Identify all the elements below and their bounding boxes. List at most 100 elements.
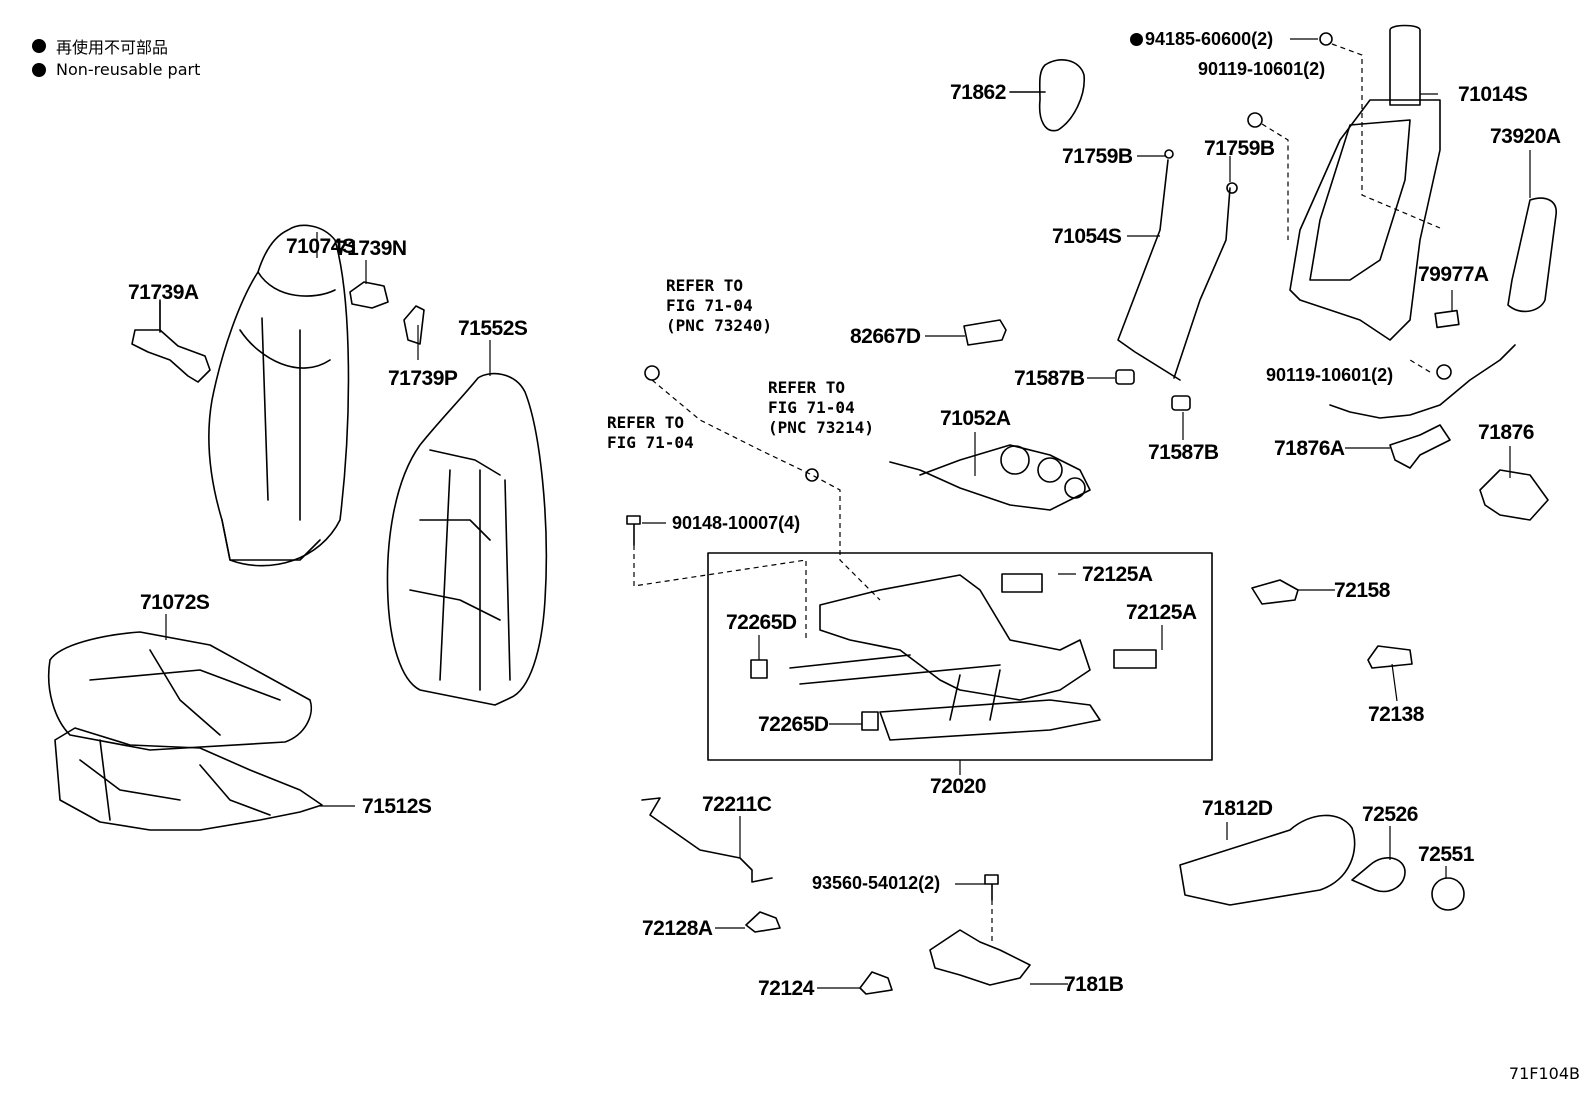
part-label-72158[interactable]: 72158 xyxy=(1334,579,1390,602)
part-label-71552s[interactable]: 71552S xyxy=(458,317,528,340)
part-label-71759b[interactable]: 71759B xyxy=(1062,145,1133,168)
part-label-71054s[interactable]: 71054S xyxy=(1052,225,1122,248)
part-72124-drawing xyxy=(859,971,893,995)
part-71587b-drawing xyxy=(1115,369,1135,385)
seatback-frame-drawing xyxy=(1289,24,1441,341)
refer-note-fig: REFER TO FIG 71-04 xyxy=(607,413,694,453)
seat-cushion-cover-drawing xyxy=(47,631,312,751)
refer-line: FIG 71-04 xyxy=(607,433,694,452)
leader-lines xyxy=(159,38,1531,989)
part-71812d-drawing xyxy=(1179,814,1356,906)
refer-line: FIG 71-04 xyxy=(768,398,855,417)
part-label-82667d[interactable]: 82667D xyxy=(850,325,921,348)
part-72125a-drawing xyxy=(1001,573,1043,593)
grommet-drawing xyxy=(644,365,660,381)
fastener-90119-bot-drawing xyxy=(1436,364,1452,380)
part-label-71587b[interactable]: 71587B xyxy=(1014,367,1085,390)
refer-note-73214: REFER TO FIG 71-04 (PNC 73214) xyxy=(768,378,874,438)
fastener-90119-top-drawing xyxy=(1247,112,1263,128)
refer-note-73240: REFER TO FIG 71-04 (PNC 73240) xyxy=(666,276,772,336)
refer-line: (PNC 73240) xyxy=(666,316,772,335)
part-label-90119-top[interactable]: 90119-10601(2) xyxy=(1198,59,1326,79)
part-label-71014s[interactable]: 71014S xyxy=(1458,83,1528,106)
part-label-90119-bot[interactable]: 90119-10601(2) xyxy=(1266,365,1394,385)
part-label-72211c[interactable]: 72211C xyxy=(702,793,772,816)
part-label-71759b[interactable]: 71759B xyxy=(1204,137,1275,160)
part-label-72138[interactable]: 72138 xyxy=(1368,703,1424,726)
non-reusable-dot-icon xyxy=(1130,33,1143,46)
refer-line: FIG 71-04 xyxy=(666,296,753,315)
fastener-71759b-drawing xyxy=(1226,182,1238,194)
part-label-71739a[interactable]: 71739A xyxy=(128,281,199,304)
fastener-71759b-drawing xyxy=(1164,149,1174,159)
part-71587b-drawing xyxy=(1171,395,1191,411)
legend-non-reusable-ja: 再使用不可部品 xyxy=(32,34,168,58)
part-73920a-drawing xyxy=(1507,197,1557,313)
part-label-71739n[interactable]: 71739N xyxy=(336,237,407,260)
part-71739a-drawing xyxy=(131,299,211,383)
seatback-cover-drawing xyxy=(208,224,350,567)
part-label-72125a[interactable]: 72125A xyxy=(1082,563,1153,586)
part-label-79977a[interactable]: 79977A xyxy=(1418,263,1489,286)
part-7181b-drawing xyxy=(929,929,1031,986)
part-number-text: 94185-60600(2) xyxy=(1145,29,1274,49)
part-71876-drawing xyxy=(1479,469,1549,521)
part-label-71587b[interactable]: 71587B xyxy=(1148,441,1219,464)
cable-71054s-drawing xyxy=(1117,159,1231,381)
harness-drawing xyxy=(1329,344,1516,419)
figure-id: 71F104B xyxy=(1508,1064,1580,1083)
part-label-71052a[interactable]: 71052A xyxy=(940,407,1011,430)
part-label-72265d[interactable]: 72265D xyxy=(726,611,797,634)
seatback-pad-drawing xyxy=(386,372,548,706)
refer-line: (PNC 73214) xyxy=(768,418,874,437)
part-label-71862[interactable]: 71862 xyxy=(950,81,1006,104)
refer-line: REFER TO xyxy=(768,378,846,397)
part-label-71876a[interactable]: 71876A xyxy=(1274,437,1345,460)
part-label-90148[interactable]: 90148-10007(4) xyxy=(672,513,801,533)
part-label-7181b[interactable]: 7181B xyxy=(1064,973,1124,996)
seat-cushion-pad-drawing xyxy=(54,727,323,831)
part-71739n-drawing xyxy=(349,281,389,309)
part-label-71739p[interactable]: 71739P xyxy=(388,367,458,390)
wire-72211c-drawing xyxy=(641,797,773,883)
part-72265d-drawing xyxy=(861,711,879,731)
part-label-72020[interactable]: 72020 xyxy=(930,775,986,798)
fastener-94185-drawing xyxy=(1319,32,1333,46)
filled-circle-icon xyxy=(32,62,46,77)
part-71739p-drawing xyxy=(403,305,425,345)
legend-non-reusable-en: Non-reusable part xyxy=(32,60,200,79)
refer-line: REFER TO xyxy=(607,413,685,432)
legend-en-text: Non-reusable part xyxy=(56,60,201,79)
bolt-90148-drawing xyxy=(626,515,641,546)
part-71862-drawing xyxy=(1038,59,1085,132)
part-72551-drawing xyxy=(1431,877,1465,911)
part-label-71512s[interactable]: 71512S xyxy=(362,795,432,818)
dashed-guides xyxy=(633,43,1441,944)
grommet-drawing xyxy=(805,468,819,482)
part-label-72128a[interactable]: 72128A xyxy=(642,917,713,940)
filled-circle-icon xyxy=(32,39,46,53)
part-label-72124[interactable]: 72124 xyxy=(758,977,814,1000)
part-label-71072s[interactable]: 71072S xyxy=(140,591,210,614)
part-label-73920a[interactable]: 73920A xyxy=(1490,125,1561,148)
part-label-72526[interactable]: 72526 xyxy=(1362,803,1418,826)
part-82667d-drawing xyxy=(963,319,1007,346)
part-label-71074s[interactable]: 71074S xyxy=(286,235,356,258)
part-72125a-drawing xyxy=(1113,649,1157,669)
part-label-71876[interactable]: 71876 xyxy=(1478,421,1534,444)
legend-ja-text: 再使用不可部品 xyxy=(56,38,169,57)
part-label-71812d[interactable]: 71812D xyxy=(1202,797,1273,820)
bolt-93560-drawing xyxy=(984,874,999,901)
part-label-72551[interactable]: 72551 xyxy=(1418,843,1474,866)
part-label-93560[interactable]: 93560-54012(2) xyxy=(812,873,941,893)
part-79977a-drawing xyxy=(1434,309,1460,329)
part-label-72265d[interactable]: 72265D xyxy=(758,713,829,736)
part-label-72125a[interactable]: 72125A xyxy=(1126,601,1197,624)
part-72138-drawing xyxy=(1367,645,1413,669)
refer-line: REFER TO xyxy=(666,276,744,295)
part-72158-drawing xyxy=(1251,579,1299,605)
part-label-94185[interactable]: 94185-60600(2) xyxy=(1130,30,1273,48)
spring-71052a-drawing xyxy=(889,444,1091,511)
part-72265d-drawing xyxy=(750,659,768,679)
